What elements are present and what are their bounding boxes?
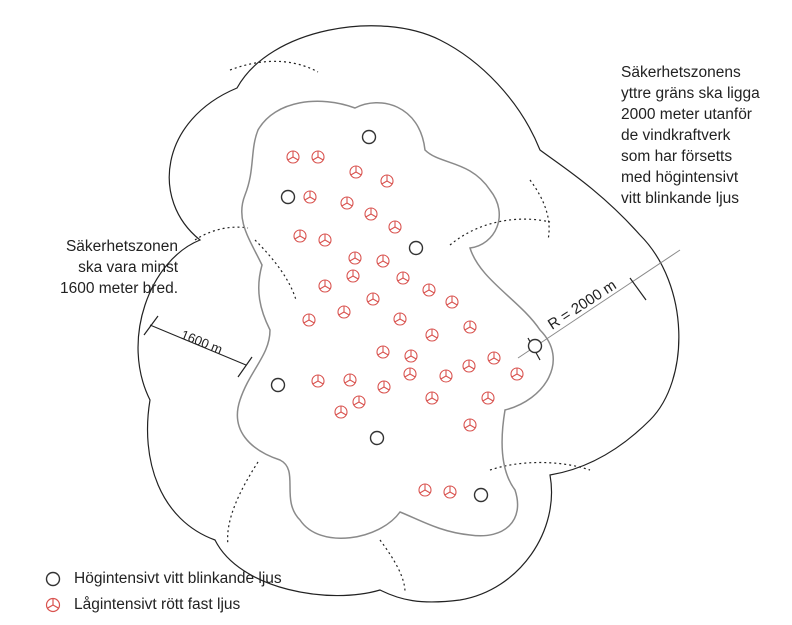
low-intensity-light — [311, 150, 325, 164]
inner-zone-boundary — [236, 100, 554, 540]
low-intensity-light — [318, 279, 332, 293]
high-intensity-light — [270, 377, 286, 393]
low-intensity-light — [302, 313, 316, 327]
low-intensity-light — [334, 405, 348, 419]
low-intensity-light — [393, 312, 407, 326]
turbine-icon — [45, 597, 61, 613]
low-intensity-light — [343, 373, 357, 387]
low-intensity-light — [396, 271, 410, 285]
legend-item-high: Högintensivt vitt blinkande ljus — [42, 566, 282, 592]
low-intensity-light — [346, 269, 360, 283]
low-intensity-light — [349, 165, 363, 179]
high-intensity-light — [361, 129, 377, 145]
width-tick — [237, 356, 253, 378]
high-intensity-light — [473, 487, 489, 503]
low-intensity-light — [380, 174, 394, 188]
high-intensity-lights — [270, 129, 543, 503]
radius-label: R = 2000 m — [545, 277, 620, 334]
low-intensity-light — [487, 351, 501, 365]
right-annotation-line: yttre gräns ska ligga — [621, 85, 760, 102]
legend: Högintensivt vitt blinkande ljus Låginte… — [42, 566, 282, 618]
low-intensity-light — [303, 190, 317, 204]
low-intensity-light — [376, 254, 390, 268]
low-intensity-light — [352, 395, 366, 409]
low-intensity-light — [404, 349, 418, 363]
right-annotation-line: med högintensivt — [621, 169, 739, 186]
right-annotation-line: de vindkraftverk — [621, 127, 731, 144]
dotted-arc — [194, 226, 249, 241]
low-intensity-light — [462, 359, 476, 373]
legend-label-low: Lågintensivt rött fast ljus — [74, 596, 241, 613]
dotted-arc — [229, 60, 319, 73]
left-annotation-line: Säkerhetszonen — [65, 238, 178, 255]
low-intensity-light — [337, 305, 351, 319]
legend-item-low: Lågintensivt rött fast ljus — [42, 592, 282, 618]
right-annotation: Säkerhetszonens yttre gräns ska ligga 20… — [621, 62, 760, 209]
radius-tick — [629, 277, 647, 301]
width-tick — [143, 315, 159, 336]
high-intensity-light — [527, 338, 543, 354]
circle-icon — [45, 571, 61, 587]
low-intensity-light — [425, 391, 439, 405]
low-intensity-light — [443, 485, 457, 499]
high-intensity-light — [408, 240, 424, 256]
right-annotation-line: som har försetts — [621, 148, 733, 165]
low-intensity-light — [388, 220, 402, 234]
dotted-arc — [529, 179, 550, 241]
outer-zone-boundary — [137, 25, 680, 603]
high-intensity-light — [369, 430, 385, 446]
low-intensity-light — [348, 251, 362, 265]
right-annotation-line: 2000 meter utanför — [621, 106, 752, 123]
low-intensity-lights — [286, 150, 524, 499]
low-intensity-light — [377, 380, 391, 394]
width-label: 1600 m — [179, 327, 225, 357]
legend-label-high: Högintensivt vitt blinkande ljus — [74, 570, 282, 587]
low-intensity-light — [445, 295, 459, 309]
low-intensity-light — [463, 320, 477, 334]
low-intensity-light — [510, 367, 524, 381]
low-intensity-light — [418, 483, 432, 497]
dotted-arc — [489, 461, 591, 471]
low-intensity-light — [311, 374, 325, 388]
low-intensity-light — [463, 418, 477, 432]
low-intensity-light — [403, 367, 417, 381]
right-annotation-line: Säkerhetszonens — [621, 64, 741, 81]
radius-line — [517, 249, 681, 359]
low-intensity-light — [293, 229, 307, 243]
low-intensity-light — [481, 391, 495, 405]
low-intensity-light — [340, 196, 354, 210]
width-measure-line — [149, 324, 247, 366]
low-intensity-light — [366, 292, 380, 306]
dotted-arc — [449, 218, 551, 246]
low-intensity-light — [286, 150, 300, 164]
right-annotation-line: vitt blinkande ljus — [621, 190, 740, 207]
low-intensity-light — [439, 369, 453, 383]
left-annotation: Säkerhetszonen ska vara minst 1600 meter… — [8, 236, 178, 299]
left-annotation-line: ska vara minst — [78, 259, 178, 276]
low-intensity-light — [364, 207, 378, 221]
left-annotation-line: 1600 meter bred. — [59, 280, 178, 297]
high-intensity-light — [280, 189, 296, 205]
low-intensity-light — [425, 328, 439, 342]
low-intensity-light — [376, 345, 390, 359]
dotted-arc — [379, 539, 406, 593]
low-intensity-light — [422, 283, 436, 297]
low-intensity-light — [318, 233, 332, 247]
dotted-arc — [227, 461, 259, 546]
